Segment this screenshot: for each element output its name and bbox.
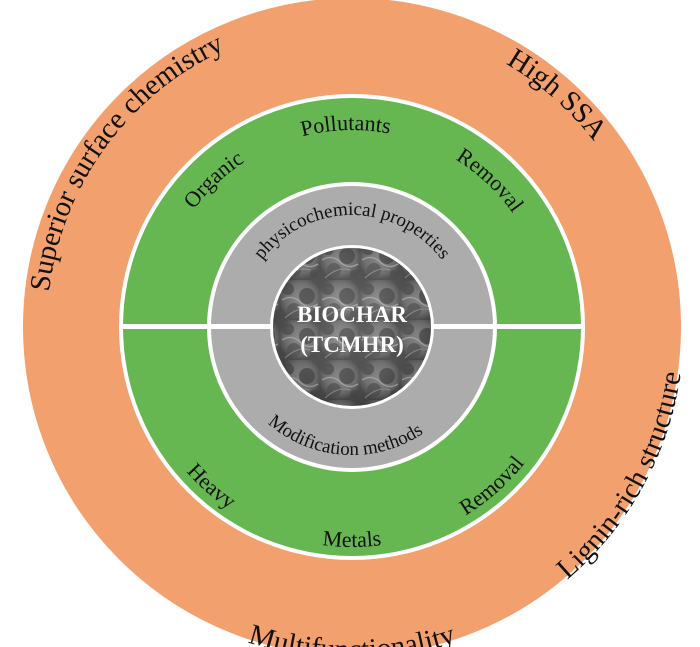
center-title-line1: BIOCHAR — [297, 302, 407, 327]
center-title-line2: (TCMHR) — [300, 332, 403, 357]
green-label-metals: Metals — [322, 525, 383, 552]
biochar-micrograph-image — [273, 248, 431, 406]
